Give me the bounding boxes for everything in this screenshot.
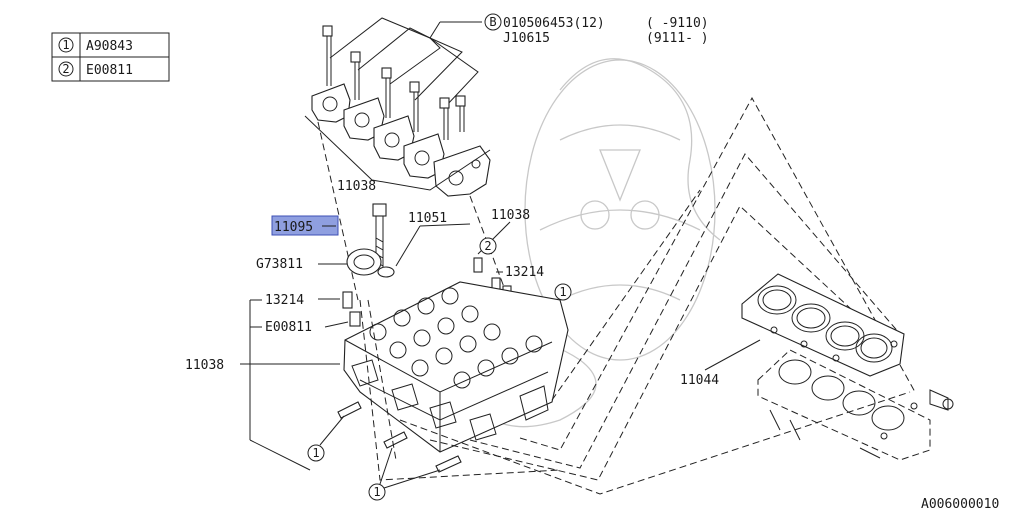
label-gasket-11044: 11044 (680, 373, 719, 388)
label-stud-13214-right: 13214 (505, 265, 544, 280)
stud-lower-left[interactable] (337, 401, 362, 419)
valve-train-detail (351, 287, 549, 441)
diagram-id: A006000010 (921, 497, 999, 512)
label-stud-13214-left: 13214 (265, 293, 304, 308)
callout-circle-1-right: 1 (559, 285, 566, 299)
callout-circle-1-lower: 1 (373, 485, 380, 499)
valve-guide[interactable] (473, 257, 483, 273)
legend-code-1: A90843 (86, 39, 133, 54)
label-bolt-11095[interactable]: 11095 (274, 220, 313, 235)
legend-num-2: 2 (62, 62, 69, 76)
camshaft-cap[interactable] (311, 83, 351, 123)
cap-bolt[interactable] (455, 95, 466, 132)
label-seal-g73811: G73811 (256, 257, 303, 272)
part-11095-highlight[interactable]: 11095 (271, 215, 339, 236)
bolt-callout-symbol: B (489, 15, 496, 29)
camshaft-cap-rear[interactable] (433, 145, 491, 197)
bolt-callout-part1: 010506453(12) (503, 16, 605, 31)
stud-lower-mid[interactable] (383, 431, 408, 449)
cap-bolt[interactable] (409, 81, 420, 132)
cylinder-head-assembly[interactable] (343, 281, 569, 453)
legend-table: 1 A90843 2 E00811 (51, 32, 170, 82)
plug-e00811[interactable] (349, 311, 361, 327)
bolt-callout-range2: (9111- ) (646, 31, 709, 46)
cap-bolt[interactable] (322, 25, 333, 86)
engine-block-outline (757, 349, 954, 461)
cap-bolt[interactable] (350, 51, 361, 100)
legend-code-2: E00811 (86, 63, 133, 78)
cap-bolt[interactable] (439, 97, 450, 140)
stud-lower-right[interactable] (435, 455, 462, 473)
bolt-callout-part2: J10615 (503, 31, 550, 46)
stud-13214-left[interactable] (342, 291, 353, 309)
bolt-callout-range1: ( -9110) (646, 16, 709, 31)
oil-seal-g73811[interactable] (346, 248, 382, 276)
label-seal-11051: 11051 (408, 211, 447, 226)
bolt-callout: B 010506453(12) ( -9110) J10615 (9111- ) (329, 13, 709, 107)
plug-11051[interactable] (377, 266, 395, 278)
label-cam-cap-11038: 11038 (337, 179, 376, 194)
callout-circle-1-bottom: 1 (312, 446, 319, 460)
cap-bolt[interactable] (381, 67, 392, 118)
head-gasket-11044[interactable] (741, 273, 905, 377)
label-head-11038: 11038 (185, 358, 224, 373)
label-guide-11038: 11038 (491, 208, 530, 223)
callout-circle-2: 2 (484, 239, 491, 253)
label-plug-e00811: E00811 (265, 320, 312, 335)
camshaft-cap-group[interactable] (304, 25, 521, 331)
alignment-paths (359, 96, 916, 495)
legend-num-1: 1 (62, 38, 69, 52)
